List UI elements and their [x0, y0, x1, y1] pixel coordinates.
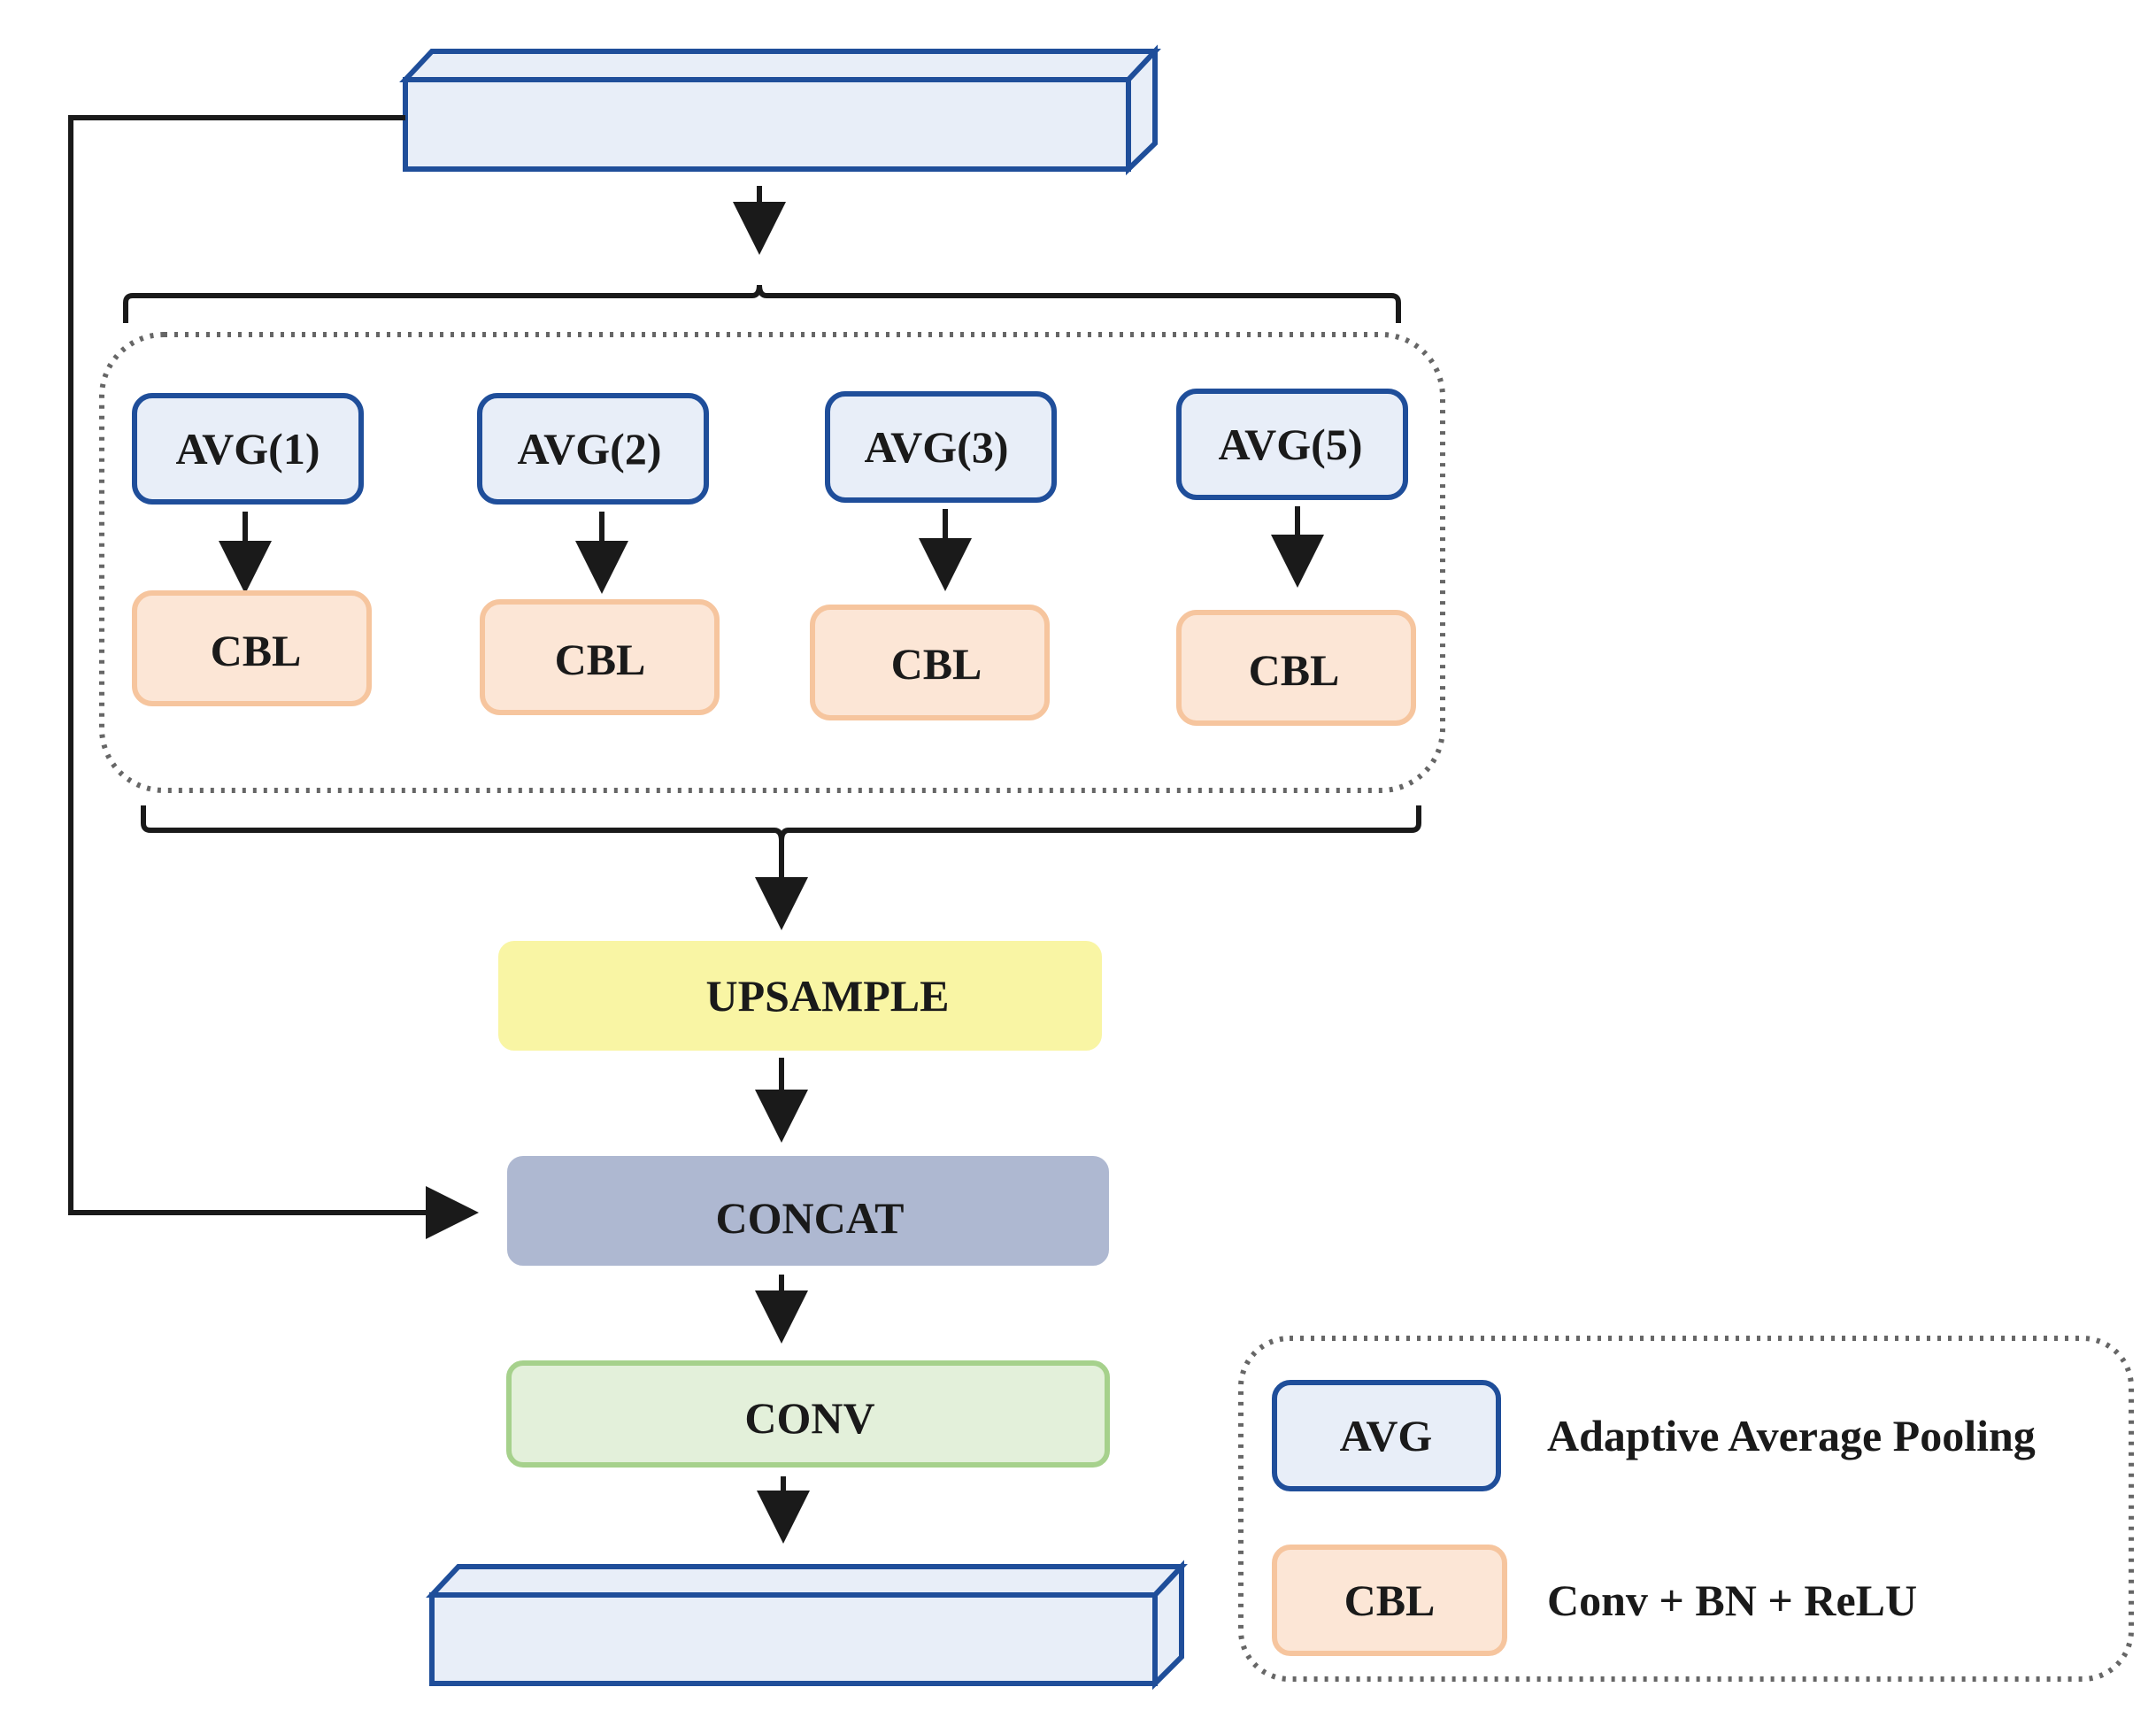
- avg-label: AVG(5): [1219, 420, 1363, 469]
- conv-block: CONV: [506, 1360, 1110, 1468]
- cbl-box: [810, 605, 1050, 720]
- legend-item-cbl: CBL Conv + BN + ReLU: [1272, 1545, 1917, 1656]
- avg-label: AVG(2): [518, 424, 662, 474]
- cbl-label: CBL: [555, 635, 646, 684]
- skip-connection-line: [68, 115, 479, 1239]
- top-bracket: [123, 284, 1401, 323]
- legend-avg-description: Adaptive Average Pooling: [1547, 1411, 2036, 1460]
- cbl-box: [480, 599, 720, 715]
- concat-block: CONCAT: [507, 1156, 1109, 1266]
- output-tensor: [426, 1560, 1188, 1691]
- concat-label: CONCAT: [716, 1193, 905, 1243]
- cbl-label: CBL: [1249, 645, 1340, 695]
- cbl-label: CBL: [891, 639, 982, 689]
- avg-label: AVG(3): [865, 422, 1009, 472]
- avg-box: [477, 393, 709, 505]
- legend-cbl-description: Conv + BN + ReLU: [1547, 1575, 1917, 1625]
- upsample-block: UPSAMPLE: [498, 941, 1102, 1051]
- avg-box: [825, 391, 1057, 503]
- legend-avg-label: AVG: [1340, 1411, 1433, 1460]
- cbl-box: [132, 590, 372, 706]
- pooling-branch-2: AVG(2) CBL: [477, 393, 720, 715]
- bottom-bracket: [141, 805, 1421, 842]
- avg-box: [1176, 389, 1408, 500]
- pooling-branch-1: AVG(1) CBL: [132, 393, 372, 706]
- pooling-branch-3: AVG(3) CBL: [810, 391, 1057, 720]
- conv-label: CONV: [744, 1393, 874, 1443]
- legend-cbl-swatch: [1272, 1545, 1507, 1656]
- pooling-group-container: [99, 332, 1445, 793]
- legend-container: [1238, 1336, 2134, 1682]
- avg-label: AVG(1): [176, 424, 320, 474]
- avg-box: [132, 393, 364, 505]
- legend-avg-swatch: [1272, 1380, 1501, 1491]
- input-tensor: [399, 44, 1161, 176]
- legend-item-avg: AVG Adaptive Average Pooling: [1272, 1380, 2036, 1491]
- pooling-branch-4: AVG(5) CBL: [1176, 389, 1416, 726]
- cbl-box: [1176, 610, 1416, 726]
- upsample-label: UPSAMPLE: [706, 971, 950, 1021]
- legend-cbl-label: CBL: [1344, 1575, 1436, 1625]
- cbl-label: CBL: [211, 626, 302, 675]
- legend: AVG Adaptive Average Pooling CBL Conv + …: [1238, 1336, 2134, 1682]
